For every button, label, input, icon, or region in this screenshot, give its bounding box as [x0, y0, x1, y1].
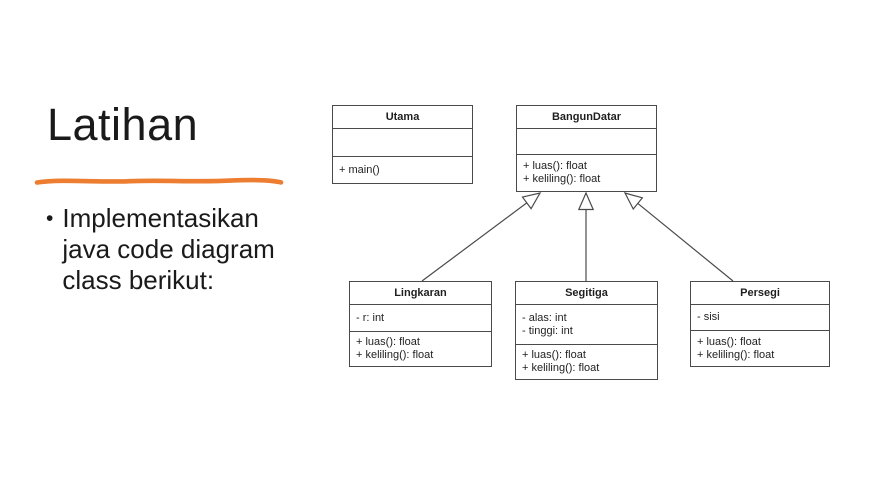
- accent-underline: [34, 177, 284, 185]
- class-box-lingkaran: Lingkaran - r: int + luas(): float + kel…: [349, 281, 492, 367]
- method-line: + keliling(): float: [697, 348, 775, 361]
- class-methods: + luas(): float + keliling(): float: [516, 344, 657, 379]
- attribute-line: - alas: int: [522, 311, 567, 324]
- method-line: + luas(): float: [523, 160, 587, 172]
- underline-stroke: [34, 177, 284, 185]
- bullet-marker: •: [46, 207, 54, 230]
- class-methods: + luas(): float + keliling(): float: [350, 331, 491, 366]
- class-methods: + main(): [333, 156, 472, 183]
- attribute-line: - r: int: [356, 311, 385, 324]
- arrow-persegi-bangundatar: [625, 193, 734, 282]
- class-box-persegi: Persegi - sisi + luas(): float + kelilin…: [690, 281, 830, 367]
- class-box-bangundatar: BangunDatar + luas(): float + keliling()…: [516, 105, 657, 192]
- class-name: Segitiga: [565, 286, 608, 299]
- slide-title: Latihan: [47, 99, 199, 150]
- class-methods: + luas(): float + keliling(): float: [691, 330, 829, 366]
- class-attributes: [517, 128, 656, 154]
- class-attributes: - r: int: [350, 304, 491, 331]
- arrow-lingkaran-bangundatar: [421, 193, 540, 282]
- method-line: + luas(): float: [356, 336, 420, 348]
- class-attributes: - alas: int - tinggi: int: [516, 304, 657, 344]
- class-methods: + luas(): float + keliling(): float: [517, 154, 656, 191]
- class-box-utama: Utama + main(): [332, 105, 473, 184]
- method-line: + keliling(): float: [523, 173, 601, 185]
- method-line: + luas(): float: [522, 349, 586, 361]
- class-name: Lingkaran: [394, 286, 447, 299]
- class-name: Persegi: [740, 286, 780, 299]
- method-line: + luas(): float: [697, 335, 761, 348]
- method-line: + keliling(): float: [356, 349, 434, 361]
- attribute-line: - sisi: [697, 311, 720, 323]
- class-attributes: [333, 128, 472, 156]
- class-attributes: - sisi: [691, 304, 829, 330]
- method-line: + main(): [339, 163, 380, 176]
- method-line: + keliling(): float: [522, 362, 600, 374]
- bullet-item: • Implementasikan java code diagram clas…: [46, 203, 287, 296]
- class-box-segitiga: Segitiga - alas: int - tinggi: int + lua…: [515, 281, 658, 380]
- attribute-line: - tinggi: int: [522, 324, 573, 337]
- class-name: BangunDatar: [551, 110, 622, 123]
- bullet-text: Implementasikan java code diagram class …: [62, 203, 275, 295]
- class-name: Utama: [385, 110, 420, 123]
